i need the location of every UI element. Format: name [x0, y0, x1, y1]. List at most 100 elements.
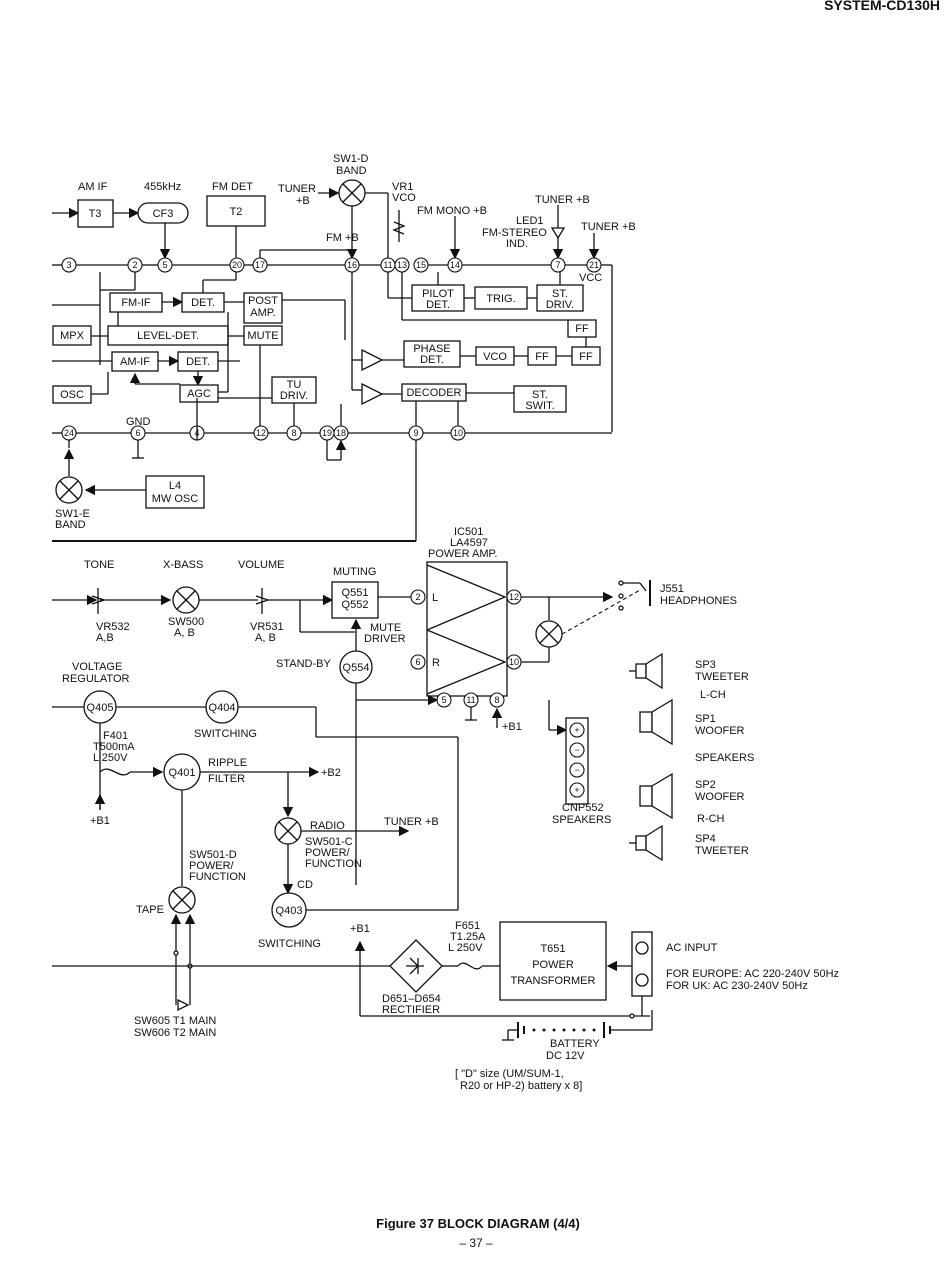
label-f651-2: T1.25A [450, 931, 486, 943]
label-j551: J551 [660, 583, 684, 595]
ic501-pin-l: L [432, 592, 438, 604]
label-vreg-2: REGULATOR [62, 673, 129, 685]
svg-text:20: 20 [232, 260, 242, 270]
sp1-type: WOOFER [695, 725, 745, 737]
tu-driv-block [271, 376, 317, 404]
label-fm-det: FM DET [212, 181, 253, 193]
trig-label: TRIG. [486, 293, 515, 305]
label-sw501c-2: POWER/ [305, 847, 351, 859]
agc-block [179, 384, 219, 403]
am-if-label: AM-IF [120, 356, 150, 368]
l4-label-2: MW OSC [152, 493, 198, 505]
svg-text:10: 10 [453, 428, 463, 438]
label-f401-2: T500mA [93, 741, 135, 753]
label-battery-1: BATTERY [550, 1038, 600, 1050]
level-det-label: LEVEL-DET. [137, 330, 199, 342]
svg-text:+: + [574, 785, 579, 795]
label-led1-fm-stereo: FM-STEREO [482, 227, 547, 239]
ic501-b1-label: +B1 [502, 721, 522, 733]
label-am-if: AM IF [78, 181, 108, 193]
post-amp-label-2: AMP. [250, 307, 275, 319]
label-sw1e-band: BAND [55, 519, 86, 531]
svg-text:17: 17 [255, 260, 265, 270]
tweeter-icon-sp4 [629, 824, 663, 862]
q405-label: Q405 [87, 702, 114, 714]
ic501-pin12-label: 12 [509, 592, 519, 602]
ic501-pin-r: R [432, 657, 440, 669]
label-f401-1: F401 [103, 730, 128, 742]
st-swit-block [513, 385, 567, 413]
sp2-label: SP2 [695, 779, 716, 791]
t651-transformer [499, 921, 607, 1001]
svg-text:−: − [574, 745, 579, 755]
svg-text:2: 2 [132, 260, 137, 270]
mpx-label: MPX [60, 330, 85, 342]
woofer-icon-sp2 [639, 772, 673, 820]
st-driv-label-2: DRIV. [546, 299, 574, 311]
label-455khz: 455kHz [144, 181, 181, 193]
label-vr532: VR532 [96, 621, 130, 633]
label-vcc: VCC [579, 272, 602, 284]
svg-text:18: 18 [336, 428, 346, 438]
label-uk: FOR UK: AC 230-240V 50Hz [666, 980, 808, 992]
label-battery-3: [ "D" size (UM/SUM-1, [455, 1068, 564, 1080]
label-sw501d-2: POWER/ [189, 860, 235, 872]
label-f651-3: L 250V [448, 942, 483, 954]
ic501-pin2 [410, 589, 426, 605]
agc-label: AGC [187, 388, 211, 400]
sp4-type: TWEETER [695, 845, 749, 857]
t651-label-1: T651 [540, 943, 565, 955]
label-ac-input: AC INPUT [666, 942, 718, 954]
page-number: – 37 – [459, 1236, 493, 1250]
label-tuner-b-top: TUNER +B [535, 194, 590, 206]
mute-block [243, 325, 283, 346]
vco-label: VCO [483, 351, 507, 363]
tu-driv-label-2: DRIV. [280, 390, 308, 402]
label-vco: VCO [392, 192, 416, 204]
label-vr531: VR531 [250, 621, 284, 633]
label-headphones: HEADPHONES [660, 595, 737, 607]
sp1-label: SP1 [695, 713, 716, 725]
fm-if-label: FM-IF [121, 297, 151, 309]
woofer-icon-sp1 [639, 698, 673, 746]
post-amp-label-1: POST [248, 295, 278, 307]
label-sw500-ab: A, B [174, 627, 195, 639]
svg-text:3: 3 [66, 260, 71, 270]
label-sw501c-1: SW501-C [305, 836, 353, 848]
q551-label: Q551 [342, 587, 369, 599]
label-f401-3: L 250V [93, 752, 128, 764]
cf3-label: CF3 [153, 208, 174, 220]
q551-q552-block [331, 581, 379, 619]
ff-label-2: FF [535, 351, 549, 363]
label-battery-4: R20 or HP-2) battery x 8] [460, 1080, 582, 1092]
label-xbass: X-BASS [163, 559, 203, 571]
label-vr532-ab: A,B [96, 632, 114, 644]
st-driv-label-1: ST. [552, 288, 568, 300]
label-sw1d: SW1-D [333, 153, 369, 165]
svg-text:19: 19 [322, 428, 332, 438]
svg-text:21: 21 [589, 260, 599, 270]
label-vreg-1: VOLTAGE [72, 661, 122, 673]
ic501-pin6-label: 6 [415, 657, 420, 667]
ic501-pin6 [410, 654, 426, 670]
q554-label: Q554 [343, 662, 370, 674]
t651-label-3: TRANSFORMER [511, 975, 596, 987]
label-ripple-1: RIPPLE [208, 757, 247, 769]
label-cnp552: CNP552 [562, 802, 604, 814]
osc-label: OSC [60, 389, 84, 401]
sp2-type: WOOFER [695, 791, 745, 803]
headphone-jack [618, 580, 651, 611]
label-standby: STAND-BY [276, 658, 331, 670]
label-b1-left: +B1 [90, 815, 110, 827]
label-cnp552-speakers: SPEAKERS [552, 814, 611, 826]
label-fm-mono: FM MONO +B [417, 205, 487, 217]
svg-text:13: 13 [397, 260, 407, 270]
label-vr1: VR1 [392, 181, 413, 193]
st-swit-label-1: ST. [532, 389, 548, 401]
label-lch: L-CH [700, 689, 726, 701]
label-led1: LED1 [516, 215, 544, 227]
cnp552-connector [565, 717, 589, 805]
label-la4597: LA4597 [450, 537, 488, 549]
label-tape: TAPE [136, 904, 164, 916]
svg-text:11: 11 [383, 260, 392, 270]
